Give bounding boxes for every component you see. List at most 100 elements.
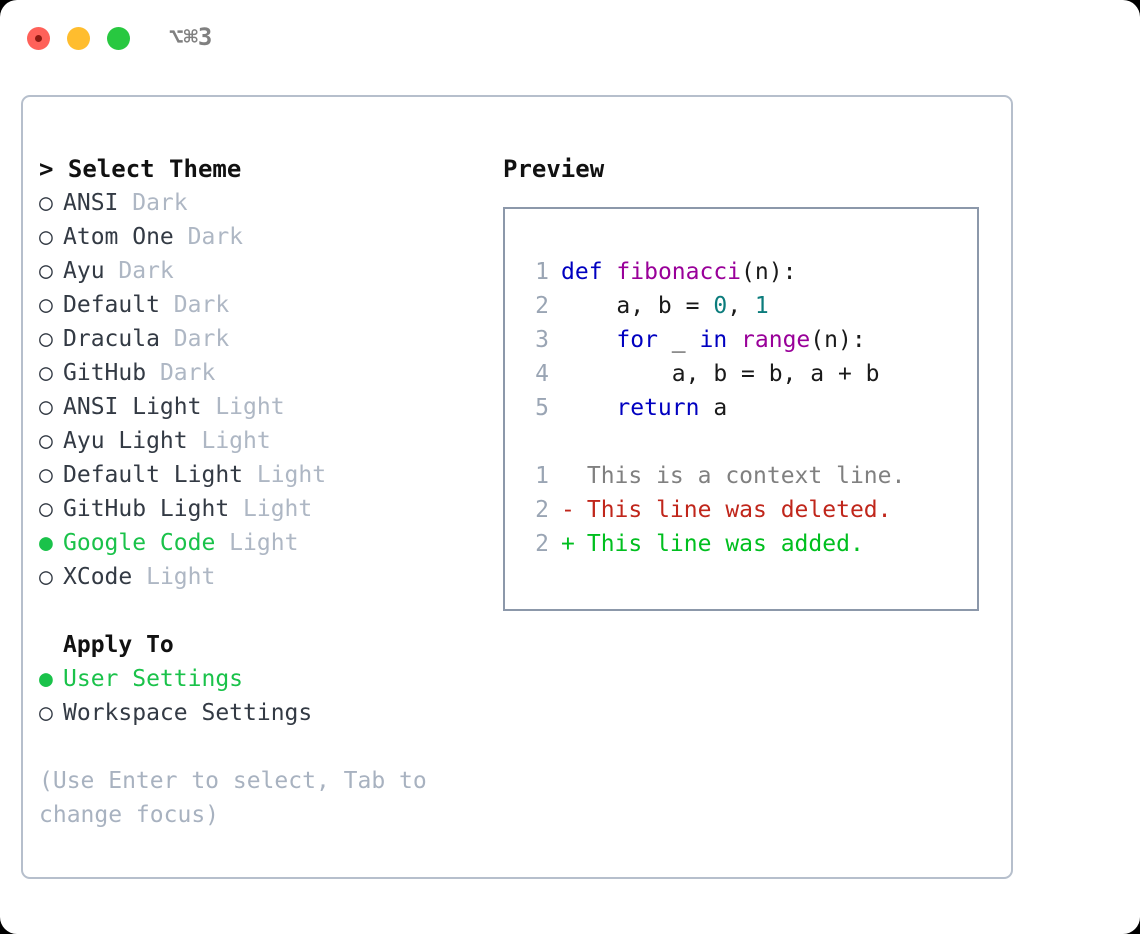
traffic-light-buttons xyxy=(27,27,130,50)
radio-unselected-icon: ○ xyxy=(39,360,53,386)
theme-item-tag: Dark xyxy=(173,224,244,250)
theme-list-item[interactable]: ○Atom One Dark xyxy=(39,220,489,254)
code-token xyxy=(727,327,741,353)
theme-item-tag: Light xyxy=(201,394,285,420)
theme-item-label: XCode xyxy=(63,564,133,590)
radio-unselected-icon: ○ xyxy=(39,258,53,284)
title-bar: ⌥⌘3 xyxy=(0,0,1140,78)
theme-item-label: Default Light xyxy=(63,462,244,488)
theme-item-tag: Light xyxy=(132,564,216,590)
code-token: in xyxy=(699,327,728,353)
theme-item-label: Ayu Light xyxy=(63,428,188,454)
diff-sign: + xyxy=(561,531,575,557)
code-line: 1 def fibonacci(n): xyxy=(523,255,905,289)
theme-item-label: Ayu xyxy=(63,258,105,284)
diff-line-number: 2 xyxy=(535,531,549,557)
code-token xyxy=(603,259,617,285)
keyboard-shortcut-label: ⌥⌘3 xyxy=(169,23,213,51)
code-token: (n): xyxy=(741,259,797,285)
radio-unselected-icon: ○ xyxy=(39,700,53,726)
theme-item-label: GitHub Light xyxy=(63,496,230,522)
section-spacer xyxy=(39,594,489,628)
minimize-button[interactable] xyxy=(67,27,90,50)
radio-selected-icon: ● xyxy=(39,666,53,692)
diff-text: This is a context line. xyxy=(573,463,906,489)
radio-unselected-icon: ○ xyxy=(39,326,53,352)
code-token: for xyxy=(616,327,658,353)
select-theme-header: > Select Theme xyxy=(39,155,242,183)
theme-item-label: Default xyxy=(63,292,160,318)
code-token: 0 xyxy=(713,293,728,319)
diff-sign: - xyxy=(561,497,575,523)
theme-list-item[interactable]: ○Ayu Dark xyxy=(39,254,489,288)
theme-item-label: GitHub xyxy=(63,360,147,386)
theme-item-tag: Dark xyxy=(159,292,230,318)
code-token: def xyxy=(561,259,603,285)
code-token: 1 xyxy=(754,293,769,319)
code-token: a, b = xyxy=(561,293,714,319)
theme-item-tag: Dark xyxy=(118,190,188,216)
code-line-number: 2 xyxy=(535,293,549,319)
theme-item-tag: Light xyxy=(215,530,299,556)
theme-item-label: Google Code xyxy=(63,530,216,556)
code-line-number: 1 xyxy=(535,259,549,285)
code-token: _ xyxy=(657,327,700,353)
diff-line-number: 1 xyxy=(535,463,549,489)
close-button[interactable] xyxy=(27,27,50,50)
theme-selector-card: > Select Theme ○ANSI Dark○Atom One Dark○… xyxy=(21,95,1013,879)
radio-unselected-icon: ○ xyxy=(39,564,53,590)
code-line-number: 5 xyxy=(535,395,549,421)
code-token: a, b = b, a + b xyxy=(561,361,880,387)
apply-to-item-label: Workspace Settings xyxy=(63,700,313,726)
theme-item-label: ANSI xyxy=(63,190,119,216)
radio-unselected-icon: ○ xyxy=(39,292,53,318)
code-token: range xyxy=(741,327,811,353)
theme-item-tag: Dark xyxy=(159,326,230,352)
radio-selected-icon: ● xyxy=(39,530,53,556)
radio-unselected-icon: ○ xyxy=(39,428,53,454)
diff-line: 2 + This line was added. xyxy=(523,527,905,561)
diff-sign xyxy=(561,459,573,493)
code-token: return xyxy=(616,395,700,421)
theme-item-tag: Light xyxy=(187,428,271,454)
theme-list-item[interactable]: ● Google Code Light xyxy=(39,526,489,560)
theme-item-label: Dracula xyxy=(63,326,160,352)
theme-item-tag: Dark xyxy=(146,360,216,386)
code-line: 5 return a xyxy=(523,391,905,425)
diff-text: This line was deleted. xyxy=(573,497,892,523)
code-token: , xyxy=(727,293,755,319)
theme-list-item[interactable]: ○ Default Dark xyxy=(39,288,489,322)
apply-to-item[interactable]: ●User Settings xyxy=(39,662,489,696)
code-token xyxy=(561,395,616,421)
left-pane: > Select Theme ○ANSI Dark○Atom One Dark○… xyxy=(39,152,489,832)
theme-list-item[interactable]: ○ ANSI Dark xyxy=(39,186,489,220)
code-token: (n): xyxy=(810,327,866,353)
theme-list-item[interactable]: ○ XCode Light xyxy=(39,560,489,594)
theme-item-tag: Light xyxy=(229,496,313,522)
theme-list-item[interactable]: ○ Ayu Light Light xyxy=(39,424,489,458)
theme-list-item[interactable]: ○Default Light Light xyxy=(39,458,489,492)
diff-line: 1 This is a context line. xyxy=(523,459,905,493)
code-blank-line xyxy=(523,425,905,459)
theme-list-item[interactable]: ○ GitHub Dark xyxy=(39,356,489,390)
theme-list-item[interactable]: ○ Dracula Dark xyxy=(39,322,489,356)
maximize-button[interactable] xyxy=(107,27,130,50)
code-token xyxy=(561,327,616,353)
apply-to-list[interactable]: ●User Settings ○ Workspace Settings xyxy=(39,662,489,730)
code-line: 3 for _ in range(n): xyxy=(523,323,905,357)
theme-list[interactable]: ○ANSI Dark○Atom One Dark○Ayu Dark○Defaul… xyxy=(39,186,489,594)
radio-unselected-icon: ○ xyxy=(39,190,53,216)
preview-title: Preview xyxy=(503,155,605,183)
code-line-number: 3 xyxy=(535,327,549,353)
code-line: 2 a, b = 0, 1 xyxy=(523,289,905,323)
theme-list-item[interactable]: ○GitHub Light Light xyxy=(39,492,489,526)
code-token: fibonacci xyxy=(616,259,742,285)
diff-text: This line was added. xyxy=(573,531,864,557)
code-token: a xyxy=(699,395,728,421)
apply-to-item[interactable]: ○ Workspace Settings xyxy=(39,696,489,730)
radio-unselected-icon: ○ xyxy=(39,462,53,488)
theme-list-item[interactable]: ○ANSI Light Light xyxy=(39,390,489,424)
